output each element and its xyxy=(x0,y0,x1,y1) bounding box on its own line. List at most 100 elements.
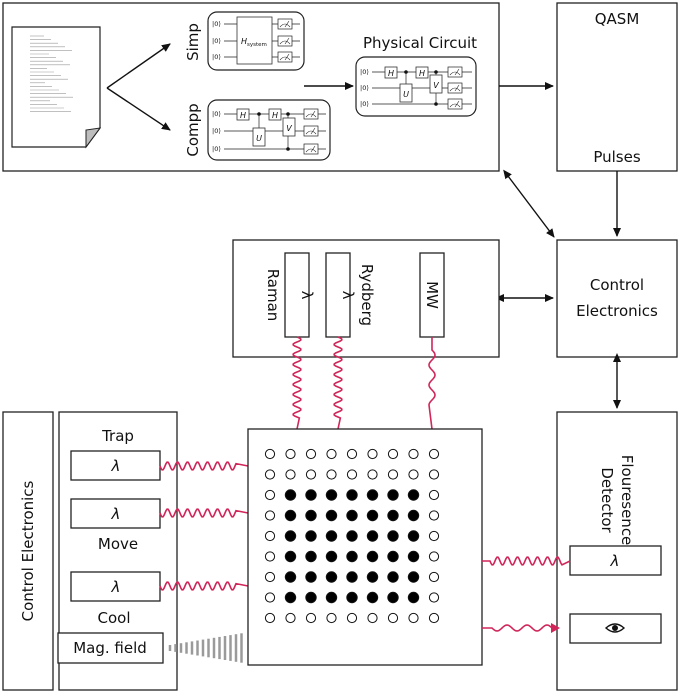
atom-filled xyxy=(305,530,317,542)
control-electronics-right-panel xyxy=(556,239,678,358)
atom-site-empty xyxy=(264,448,276,460)
atom-filled xyxy=(284,571,297,583)
atom-site-empty xyxy=(264,571,276,583)
atom-site-empty xyxy=(326,612,337,624)
phys-gate-h-label-2: H xyxy=(419,69,425,78)
measurement-icon xyxy=(277,18,293,30)
atom-site-empty xyxy=(264,489,276,501)
qubit-ket-label: |0⟩ xyxy=(360,68,369,76)
atom-site-empty xyxy=(346,448,358,460)
atom-site-empty xyxy=(264,530,276,542)
move-laser[interactable] xyxy=(70,498,161,529)
document-icon xyxy=(11,26,102,149)
atom-site-empty xyxy=(408,448,419,460)
detector-lambda: λ xyxy=(610,552,620,570)
atom-filled xyxy=(346,571,358,583)
rydberg-beam-wave xyxy=(333,336,343,430)
atom-filled xyxy=(325,550,338,563)
atom-filled xyxy=(366,571,379,583)
cool-laser[interactable] xyxy=(70,571,161,602)
atom-filled xyxy=(407,550,420,563)
simp-label: Simp xyxy=(184,23,202,61)
atom-filled xyxy=(407,530,420,542)
atom-filled xyxy=(325,571,338,583)
phys-gate-h-label: H xyxy=(388,69,394,78)
cool-beam-wave xyxy=(159,581,249,591)
atom-filled xyxy=(284,550,297,563)
atom-filled xyxy=(387,591,399,604)
arrow-to-simp xyxy=(106,43,171,89)
control-electronics-right-line2: Electronics xyxy=(576,302,658,320)
atom-filled xyxy=(284,591,297,604)
gate-h-label-2: H xyxy=(272,111,278,120)
measurement-icon xyxy=(303,125,319,137)
atom-site-empty xyxy=(408,469,419,480)
raman-laser[interactable] xyxy=(284,252,310,338)
raman-beam-wave xyxy=(292,336,302,430)
arrow-compiler-control xyxy=(503,169,555,238)
atom-site-empty xyxy=(428,551,440,562)
pulses-label: Pulses xyxy=(593,148,640,166)
arrow-to-compp xyxy=(106,87,171,131)
measurement-icon xyxy=(447,98,463,110)
qubit-ket-label: |0⟩ xyxy=(212,110,221,118)
atom-site-empty xyxy=(264,469,276,480)
qubit-ket-label: |0⟩ xyxy=(212,20,221,28)
atom-filled xyxy=(346,591,358,604)
atom-site-empty xyxy=(326,469,337,480)
atom-filled xyxy=(407,509,420,522)
qubit-ket-label: |0⟩ xyxy=(212,37,221,45)
atom-site-empty xyxy=(428,612,440,624)
atom-site-empty xyxy=(428,510,440,521)
physical-circuit: H U H V xyxy=(355,56,477,117)
cool-lambda: λ xyxy=(111,578,121,596)
atom-array-panel xyxy=(247,428,483,666)
measurement-icon xyxy=(303,108,319,120)
raman-lambda: λ xyxy=(298,291,316,300)
mw-label: MW xyxy=(423,281,441,309)
fluorescence-arrowhead xyxy=(551,623,560,633)
atom-filled xyxy=(407,571,420,583)
physical-circuit-label: Physical Circuit xyxy=(363,34,477,52)
atom-filled xyxy=(325,530,338,542)
detector-excite-wave xyxy=(482,556,571,566)
atom-filled xyxy=(387,509,399,522)
move-label: Move xyxy=(98,535,138,553)
fluorescence-wave xyxy=(482,624,553,632)
atom-filled xyxy=(346,550,358,563)
rydberg-label: Rydberg xyxy=(358,264,376,326)
atom-filled xyxy=(346,509,358,522)
atom-site-empty xyxy=(285,612,296,624)
atom-filled xyxy=(366,550,379,563)
atom-filled xyxy=(305,591,317,604)
qubit-ket-label: |0⟩ xyxy=(212,127,221,135)
atom-site-empty xyxy=(367,448,378,460)
atom-filled xyxy=(284,509,297,522)
measurement-icon xyxy=(447,82,463,94)
atom-site-empty xyxy=(387,448,399,460)
move-lambda: λ xyxy=(111,505,121,523)
atom-site-empty xyxy=(305,612,317,624)
detector-label-line1: Flouresence xyxy=(618,455,636,546)
detector-label-line2: Detector xyxy=(598,467,616,533)
trap-laser[interactable] xyxy=(70,450,161,481)
control-electronics-left-panel xyxy=(2,411,54,691)
atom-filled xyxy=(366,591,379,604)
atom-filled xyxy=(366,530,379,542)
atom-filled xyxy=(284,489,297,501)
laser-panel xyxy=(232,239,500,358)
eye-icon xyxy=(604,623,626,633)
h-system-label: Hsystem xyxy=(241,37,267,48)
detector-laser[interactable] xyxy=(569,545,662,576)
atom-site-empty xyxy=(428,592,440,603)
gate-u-label: U xyxy=(256,134,262,143)
gate-h-label: H xyxy=(240,111,246,120)
mag-field-source[interactable] xyxy=(57,632,164,664)
atom-site-empty xyxy=(346,612,358,624)
atom-filled xyxy=(407,489,420,501)
atom-site-empty xyxy=(408,612,419,624)
atom-site-empty xyxy=(285,448,296,460)
trap-label: Trap xyxy=(101,427,134,445)
compp-label: Compp xyxy=(184,103,202,156)
atom-site-empty xyxy=(346,469,358,480)
